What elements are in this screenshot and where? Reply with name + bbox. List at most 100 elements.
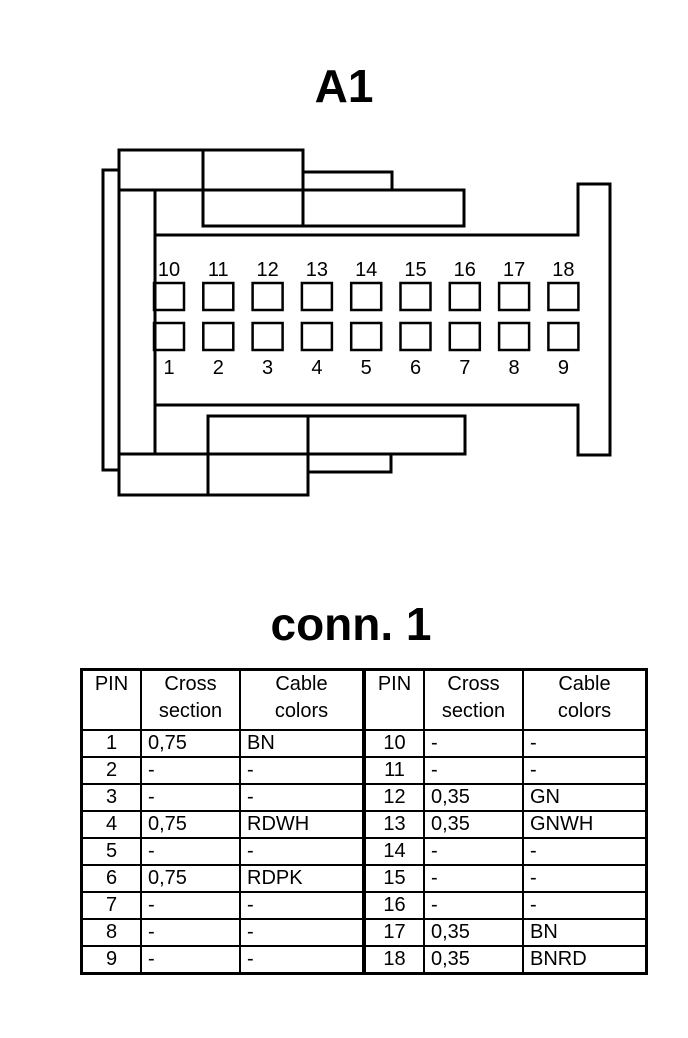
cross-section: - <box>140 918 241 947</box>
header-pin: PIN <box>362 668 425 731</box>
pin-number: 16 <box>362 891 425 920</box>
cable-color: - <box>522 891 648 920</box>
pin-label: 2 <box>213 357 224 379</box>
cable-color: - <box>239 918 365 947</box>
cross-section: 0,75 <box>140 864 241 893</box>
cross-section: - <box>140 756 241 785</box>
pin-socket-bottom <box>202 321 235 352</box>
cross-section: - <box>423 756 524 785</box>
pin-number: 11 <box>362 756 425 785</box>
pin-socket-bottom <box>497 321 531 352</box>
pin-label: 4 <box>311 357 322 379</box>
pin-socket-bottom <box>251 321 284 352</box>
cross-section: 0,75 <box>140 810 241 839</box>
pin-socket-bottom <box>300 321 334 352</box>
pin-label: 9 <box>558 357 569 379</box>
cable-color: BN <box>239 729 365 758</box>
pin-socket-top <box>300 281 334 312</box>
pin-label: 1 <box>163 357 174 379</box>
pin-label: 17 <box>503 259 525 281</box>
pin-label: 14 <box>355 259 377 281</box>
pin-socket-top <box>152 281 186 312</box>
cable-color: - <box>239 837 365 866</box>
pin-number: 4 <box>80 810 142 839</box>
cable-color: - <box>522 837 648 866</box>
table-row: 2--11-- <box>80 756 648 785</box>
pin-socket-top <box>448 281 482 312</box>
pin-socket-bottom <box>399 321 432 352</box>
pin-label: 18 <box>552 259 574 281</box>
cross-section: - <box>140 783 241 812</box>
cross-section: - <box>140 837 241 866</box>
pin-number: 3 <box>80 783 142 812</box>
cable-color: BNRD <box>522 945 648 975</box>
pin-socket-top <box>349 281 383 312</box>
pin-label: 3 <box>262 357 273 379</box>
pin-label: 12 <box>256 259 278 281</box>
cross-section: - <box>423 891 524 920</box>
pin-number: 17 <box>362 918 425 947</box>
pin-label: 15 <box>404 259 426 281</box>
pin-number: 18 <box>362 945 425 975</box>
pin-number: 10 <box>362 729 425 758</box>
cable-color: - <box>522 864 648 893</box>
pin-socket-top <box>547 281 580 312</box>
pin-label: 7 <box>459 357 470 379</box>
pin-number: 6 <box>80 864 142 893</box>
cable-color: BN <box>522 918 648 947</box>
cross-section: 0,35 <box>423 783 524 812</box>
pin-label: 13 <box>306 259 328 281</box>
connector-title: A1 <box>314 60 374 112</box>
cable-color: - <box>239 783 365 812</box>
cable-color: RDWH <box>239 810 365 839</box>
pin-number: 14 <box>362 837 425 866</box>
header-pin: PIN <box>80 668 142 731</box>
cross-section: - <box>423 864 524 893</box>
cable-color: - <box>239 945 365 975</box>
pin-socket-bottom <box>448 321 482 352</box>
pin-socket-top <box>497 281 531 312</box>
pin-socket-bottom <box>152 321 186 352</box>
pin-socket-bottom <box>349 321 383 352</box>
pin-number: 7 <box>80 891 142 920</box>
cross-section: 0,35 <box>423 945 524 975</box>
cable-color: GN <box>522 783 648 812</box>
cable-color: - <box>239 756 365 785</box>
table-title: conn. 1 <box>270 598 432 650</box>
pin-label: 10 <box>158 259 180 281</box>
pin-number: 15 <box>362 864 425 893</box>
pin-label: 11 <box>208 259 229 281</box>
pin-number: 9 <box>80 945 142 975</box>
cable-color: - <box>522 756 648 785</box>
pin-number: 1 <box>80 729 142 758</box>
cross-section: 0,35 <box>423 918 524 947</box>
pin-number: 8 <box>80 918 142 947</box>
connector-outline <box>101 148 612 497</box>
pin-label: 5 <box>361 357 372 379</box>
pin-socket-top <box>251 281 284 312</box>
cable-color: - <box>239 891 365 920</box>
cross-section: - <box>140 945 241 975</box>
pin-label: 6 <box>410 357 421 379</box>
pin-number: 2 <box>80 756 142 785</box>
cross-section: - <box>423 837 524 866</box>
cable-color: - <box>522 729 648 758</box>
cross-section: - <box>423 729 524 758</box>
pin-label: 16 <box>454 259 476 281</box>
cable-color: RDPK <box>239 864 365 893</box>
pin-number: 13 <box>362 810 425 839</box>
cable-color: GNWH <box>522 810 648 839</box>
table-row: 7--16-- <box>80 891 648 920</box>
